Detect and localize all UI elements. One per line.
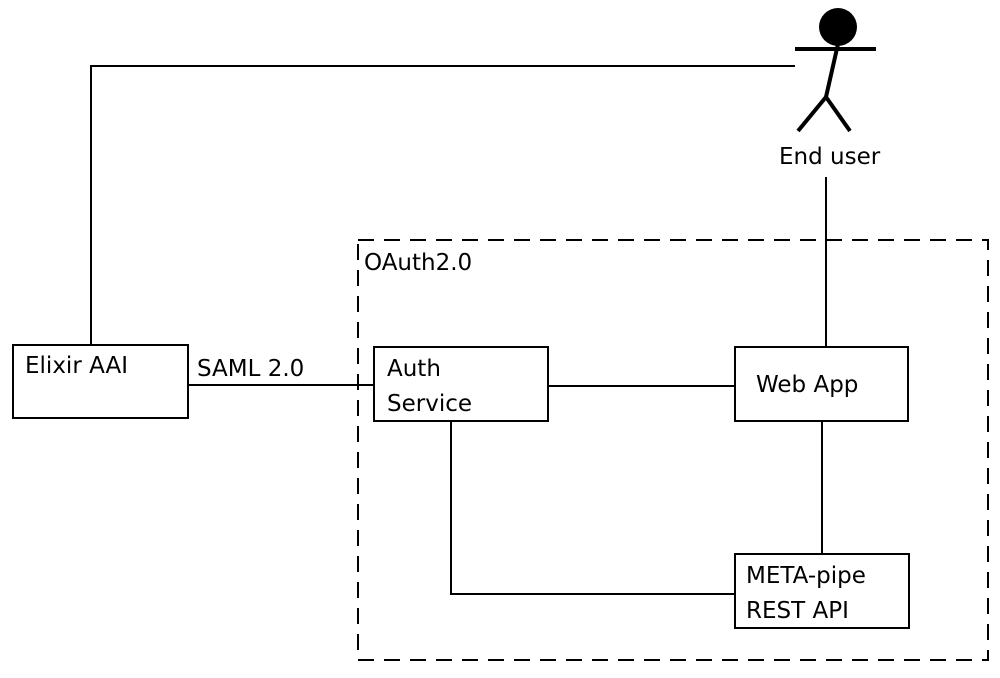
user-to-elixir-connector (90, 65, 795, 345)
saml-label: SAML 2.0 (197, 356, 304, 382)
end-user-label: End user (779, 144, 881, 170)
end-user-icon (795, 8, 876, 133)
auth-api-connector (450, 421, 735, 595)
rest-api-label-line1: META-pipe (746, 563, 866, 589)
web-app-label: Web App (756, 372, 858, 398)
oauth-boundary-label: OAuth2.0 (364, 250, 472, 276)
auth-service-label-line2: Service (387, 391, 472, 417)
elixir-aai-label: Elixir AAI (25, 353, 128, 379)
rest-api-label-line2: REST API (746, 598, 849, 624)
web-app-box (734, 346, 909, 422)
rest-api-box (734, 553, 910, 629)
auth-service-label-line1: Auth (387, 356, 441, 382)
auth-service-box (373, 346, 549, 422)
oauth-boundary (357, 239, 989, 661)
elixir-aai-box (12, 344, 189, 419)
